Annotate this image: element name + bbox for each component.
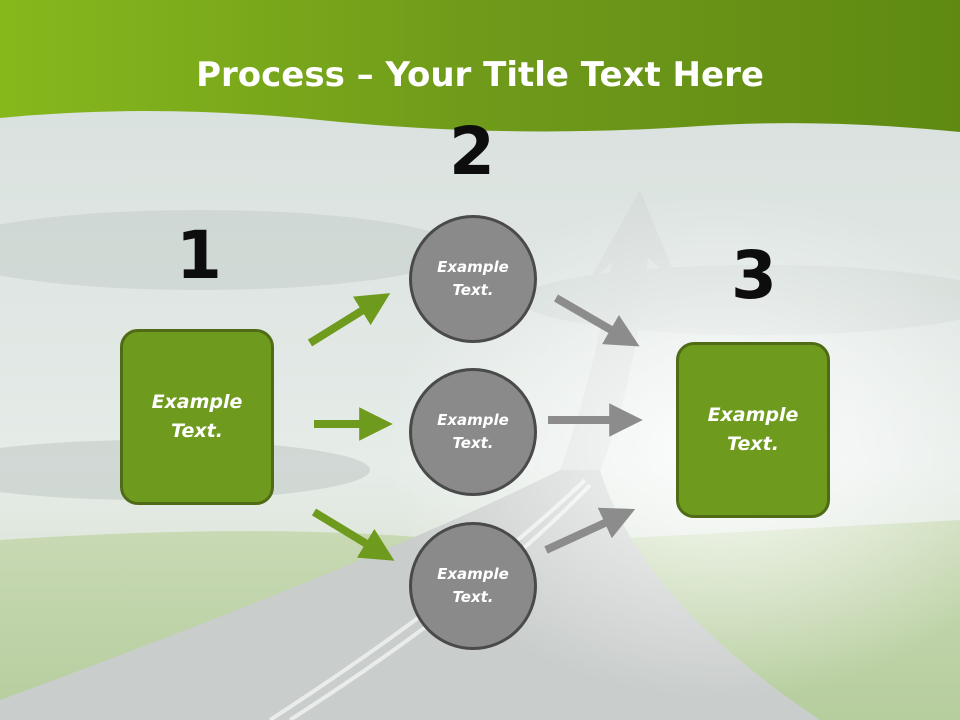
step-box-3-label: Example Text. <box>707 404 799 455</box>
circle-bottom[interactable]: Example Text. <box>409 522 537 650</box>
arrow-green-up <box>307 293 391 347</box>
circle-top-label: Example Text. <box>437 258 509 299</box>
page-title: Process – Your Title Text Here <box>0 52 960 98</box>
arrow-gray-down <box>553 294 640 347</box>
step-number-3: 3 <box>731 237 777 314</box>
circle-middle-label: Example Text. <box>437 411 509 452</box>
step-box-3[interactable]: Example Text. <box>676 342 830 518</box>
arrow-green-down <box>311 508 395 561</box>
circle-bottom-label: Example Text. <box>437 565 509 606</box>
step-box-1-label: Example Text. <box>151 391 243 442</box>
circle-middle[interactable]: Example Text. <box>409 368 537 496</box>
arrow-gray-up <box>544 507 636 554</box>
title-rest: – Your Title Text Here <box>344 55 764 95</box>
step-box-1[interactable]: Example Text. <box>120 329 274 505</box>
circle-top[interactable]: Example Text. <box>409 215 537 343</box>
step-number-2: 2 <box>449 113 495 190</box>
step-number-1: 1 <box>176 217 222 294</box>
title-strong: Process <box>196 55 345 95</box>
